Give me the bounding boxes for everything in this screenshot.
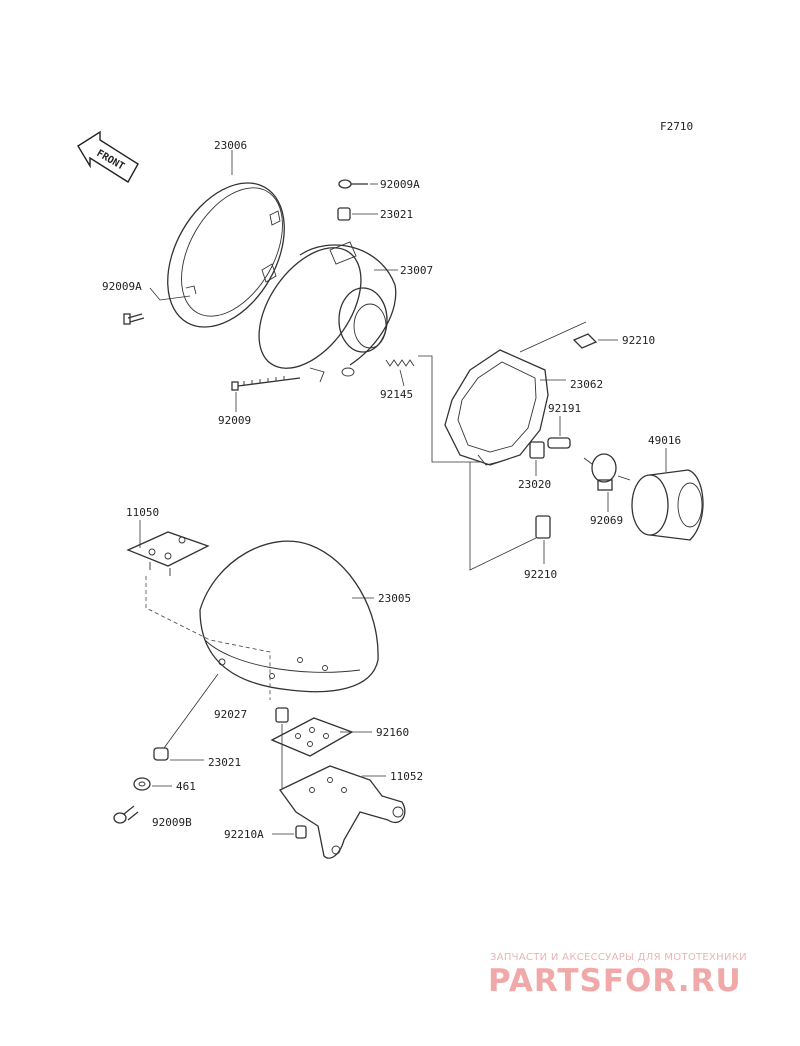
label-92009: 92009: [218, 414, 251, 427]
watermark-tagline: ЗАПЧАСТИ И АКСЕССУАРЫ ДЛЯ МОТОТЕХНИКИ: [490, 952, 747, 963]
dash-11050: [145, 576, 271, 700]
washer-461: [133, 777, 151, 791]
label-92009A-left: 92009A: [102, 280, 142, 293]
label-11052: 11052: [390, 770, 423, 783]
label-23021-top: 23021: [380, 208, 413, 221]
label-92069: 92069: [590, 514, 623, 527]
bracket-23062: [444, 349, 549, 466]
label-23020: 23020: [518, 478, 551, 491]
label-11050: 11050: [126, 506, 159, 519]
nut-23021-bottom: [153, 747, 169, 761]
leader-92145-link: [418, 355, 480, 463]
screw-92009A-top: [338, 179, 368, 189]
label-92160: 92160: [376, 726, 409, 739]
label-461: 461: [176, 780, 196, 793]
spring-92145: [385, 359, 415, 367]
screw-92009A-left: [123, 313, 145, 325]
leader-92210-top: [519, 321, 587, 353]
bulb-92069: [583, 453, 631, 491]
clip-92210-top: [572, 333, 598, 349]
label-92027: 92027: [214, 708, 247, 721]
watermark-logo: PARTSFOR.RU: [488, 963, 742, 999]
label-23062: 23062: [570, 378, 603, 391]
figure-code: F2710: [660, 120, 693, 133]
label-92210-top: 92210: [622, 334, 655, 347]
label-23007: 23007: [400, 264, 433, 277]
label-92145: 92145: [380, 388, 413, 401]
bolt-92009B: [113, 805, 139, 824]
leader-92210-mid-link: [469, 462, 537, 571]
headlight-cover-23005: [199, 540, 379, 693]
front-arrow-icon: FRONT: [77, 130, 139, 183]
leader-92027: [163, 673, 219, 749]
pin-92191: [547, 437, 571, 449]
socket-23020: [529, 441, 545, 459]
boot-49016: [631, 469, 704, 541]
bracket-11052: [279, 765, 406, 859]
screw-92009: [231, 376, 301, 391]
label-23021-bottom: 23021: [208, 756, 241, 769]
label-92191: 92191: [548, 402, 581, 415]
plate-92160: [270, 717, 354, 757]
headlight-rim-23006: [167, 182, 285, 328]
label-92009A-top: 92009A: [380, 178, 420, 191]
label-92210A: 92210A: [224, 828, 264, 841]
label-23005: 23005: [378, 592, 411, 605]
leader-92145: [399, 369, 405, 387]
label-92210-mid: 92210: [524, 568, 557, 581]
headlight-housing-23007: [258, 241, 397, 383]
label-49016: 49016: [648, 434, 681, 447]
nut-92210A: [295, 825, 307, 839]
clip-92210-mid: [535, 515, 551, 539]
spacer-92027: [275, 707, 289, 723]
nut-23021-top: [337, 207, 351, 221]
leader-92009A-left: [149, 287, 191, 301]
plate-11050: [126, 531, 210, 576]
label-92009B: 92009B: [152, 816, 192, 829]
label-23006: 23006: [214, 139, 247, 152]
